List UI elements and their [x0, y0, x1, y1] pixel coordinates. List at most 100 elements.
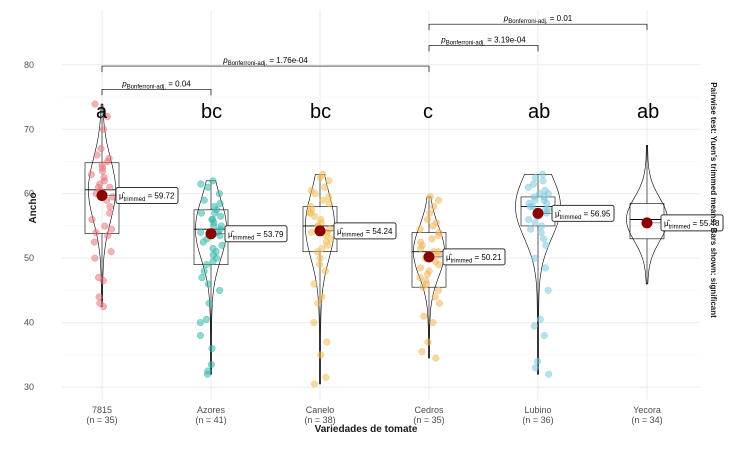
data-point — [198, 273, 206, 282]
data-point — [310, 280, 318, 288]
x-tick-n-label: (n = 38) — [304, 415, 335, 425]
data-point — [314, 299, 322, 307]
data-point — [211, 209, 219, 217]
data-point — [200, 267, 208, 275]
data-point — [527, 225, 535, 233]
data-point — [107, 225, 116, 233]
violin — [515, 174, 561, 375]
data-point — [99, 302, 108, 311]
data-point — [217, 212, 225, 220]
data-point — [537, 228, 545, 236]
trimmed-mean-label-box — [551, 204, 615, 222]
data-point — [417, 264, 425, 272]
data-point — [106, 183, 114, 191]
data-point — [428, 235, 436, 243]
comparison-bars: pBonferroni-adj. = 0.04pBonferroni-adj. … — [101, 14, 648, 96]
data-point — [318, 293, 326, 301]
x-tick-n-label: (n = 35) — [86, 415, 117, 425]
data-point — [216, 232, 224, 240]
data-point — [87, 170, 95, 178]
data-point — [435, 251, 443, 259]
data-point — [205, 299, 213, 307]
data-point — [532, 174, 540, 182]
data-point — [101, 222, 109, 230]
x-tick-label: Lubino — [524, 405, 551, 415]
data-point — [109, 193, 117, 201]
data-point — [317, 351, 325, 359]
x-tick-label: 7815 — [92, 405, 112, 415]
data-point — [104, 157, 112, 166]
data-point — [99, 125, 107, 133]
data-point — [531, 196, 539, 204]
x-tick-label: Cedros — [414, 405, 444, 415]
data-point — [435, 261, 443, 269]
data-point — [434, 286, 443, 294]
data-point — [420, 312, 428, 320]
data-point — [419, 283, 427, 291]
data-point — [435, 299, 444, 307]
data-point — [530, 322, 538, 330]
data-point — [197, 209, 206, 217]
data-point — [325, 193, 333, 201]
data-point — [209, 177, 217, 185]
trimmed-mean-label-box — [333, 222, 397, 240]
data-point — [319, 196, 327, 204]
trimmed-mean-label: μ̂trimmed = 54.24 — [337, 227, 393, 239]
trimmed-mean-label-box — [442, 248, 506, 266]
data-point — [429, 222, 437, 230]
data-point — [544, 286, 552, 294]
group-letter: bc — [201, 101, 222, 123]
trimmed-mean-label-box — [224, 225, 288, 243]
data-point — [218, 241, 226, 249]
data-point — [90, 238, 98, 246]
data-point — [99, 277, 107, 285]
trimmed-mean-label: μ̂trimmed = 50.21 — [446, 253, 502, 265]
data-point — [531, 364, 539, 372]
data-point — [416, 273, 424, 282]
data-point — [526, 203, 534, 211]
data-point — [524, 215, 533, 224]
data-point — [325, 199, 333, 207]
x-tick-label: Canelo — [306, 405, 335, 415]
data-point — [208, 344, 216, 352]
data-point — [321, 183, 329, 191]
data-point — [322, 373, 330, 381]
data-point — [524, 183, 532, 191]
group-letter: c — [423, 101, 433, 123]
data-point — [311, 212, 319, 220]
x-tick-n-label: (n = 34) — [631, 415, 662, 425]
data-point — [416, 225, 424, 233]
group-letter: ab — [637, 101, 659, 123]
data-point — [204, 280, 212, 288]
data-point — [423, 215, 432, 224]
data-point — [316, 174, 324, 182]
data-point — [529, 180, 538, 188]
data-point — [103, 112, 111, 120]
y-tick-label: 40 — [24, 318, 34, 328]
data-point — [542, 241, 550, 249]
y-tick-label: 50 — [24, 253, 34, 263]
y-tick-label: 60 — [24, 189, 34, 199]
data-point — [209, 257, 217, 265]
data-point — [106, 203, 114, 211]
data-point — [92, 228, 100, 236]
data-point — [418, 348, 426, 356]
y-tick-label: 70 — [24, 124, 34, 134]
trimmed-mean-point — [96, 190, 108, 202]
trimmed-mean-label: μ̂trimmed = 59.72 — [119, 192, 175, 204]
data-point — [216, 286, 224, 294]
y-tick-label: 30 — [24, 382, 34, 392]
data-point — [91, 254, 99, 262]
data-point — [197, 180, 205, 188]
data-point — [93, 151, 101, 159]
data-point — [545, 370, 553, 378]
data-point — [434, 232, 443, 240]
data-point — [98, 167, 107, 175]
x-tick-label: Azores — [197, 405, 226, 415]
comparison-bracket — [428, 23, 648, 31]
data-point — [106, 209, 114, 217]
data-point — [536, 315, 544, 323]
trimmed-mean-label: μ̂trimmed = 56.95 — [555, 209, 611, 221]
